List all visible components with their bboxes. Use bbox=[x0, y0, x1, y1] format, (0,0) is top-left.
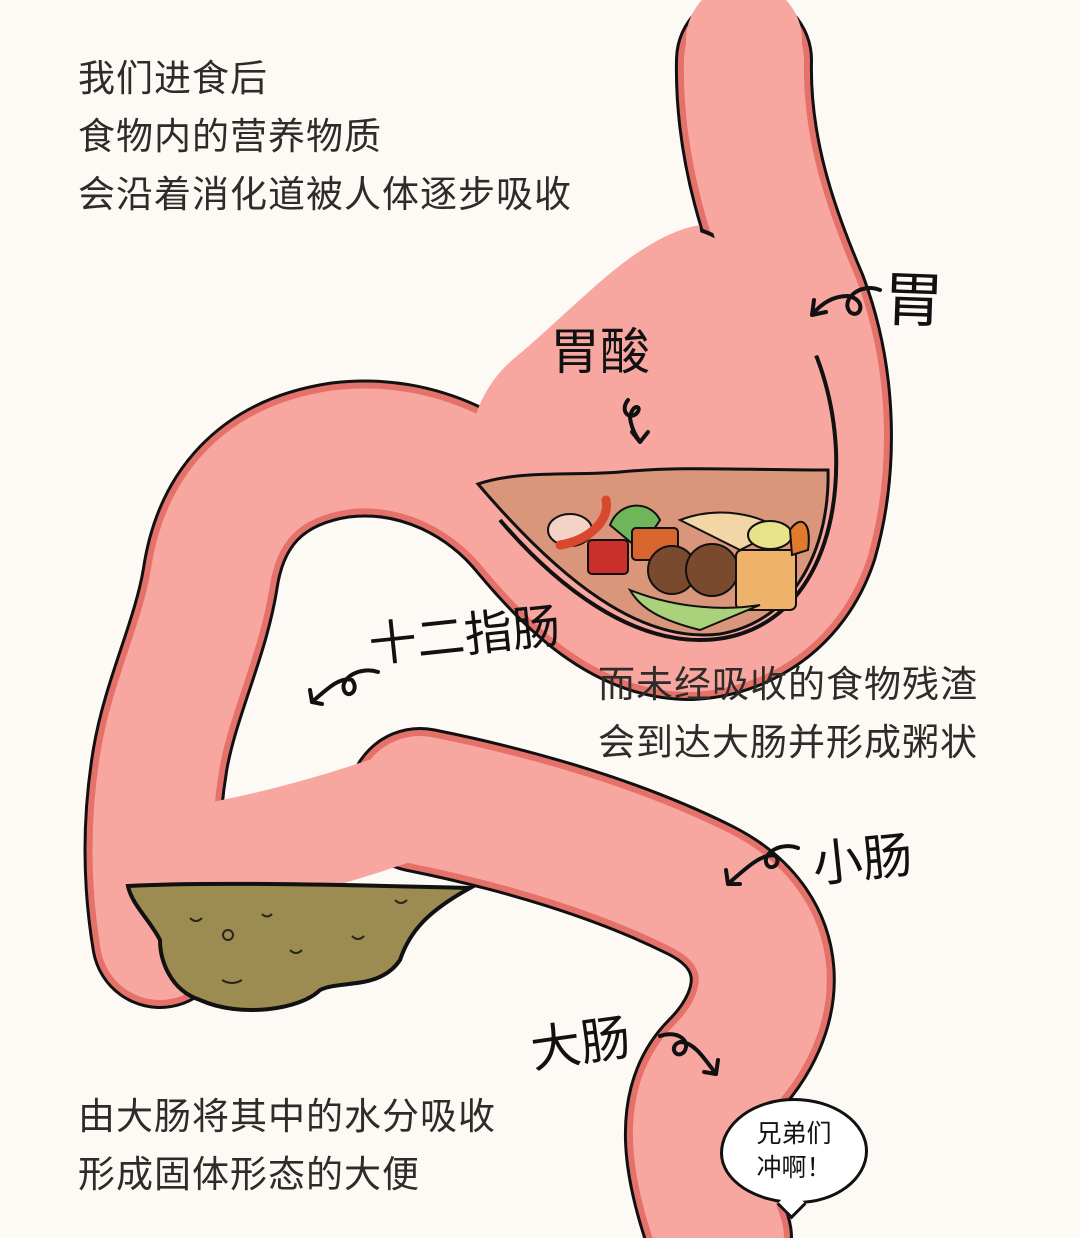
duodenum-arrow-icon bbox=[308, 668, 380, 706]
stool bbox=[125, 881, 478, 1012]
stool-texture bbox=[189, 899, 408, 984]
caption-line: 会沿着消化道被人体逐步吸收 bbox=[78, 173, 572, 216]
residue-caption: 而未经吸收的食物残渣 会到达大肠并形成粥状 bbox=[598, 656, 978, 772]
stomach-acid-label: 胃酸 bbox=[550, 323, 650, 381]
speech-line: 兄弟们 bbox=[756, 1119, 832, 1148]
small-intestine-arrow-icon bbox=[724, 844, 800, 886]
caption-line: 由大肠将其中的水分吸收 bbox=[78, 1095, 496, 1138]
caption-line: 而未经吸收的食物残渣 bbox=[598, 663, 978, 706]
intro-caption: 我们进食后 食物内的营养物质 会沿着消化道被人体逐步吸收 bbox=[78, 50, 572, 224]
acid-arrow-icon bbox=[622, 398, 650, 444]
food-pieces bbox=[547, 495, 810, 632]
large-intestine-arrow-icon bbox=[658, 1032, 720, 1076]
caption-line: 食物内的营养物质 bbox=[78, 115, 382, 158]
stomach-arrow-icon bbox=[810, 286, 882, 317]
speech-line: 冲啊！ bbox=[756, 1153, 832, 1182]
stomach-label: 胃 bbox=[882, 264, 946, 338]
speech-bubble: 兄弟们 冲啊！ bbox=[720, 1098, 868, 1204]
caption-line: 我们进食后 bbox=[78, 57, 268, 100]
large-intestine-label: 大肠 bbox=[527, 1008, 635, 1080]
caption-line: 会到达大肠并形成粥状 bbox=[598, 721, 978, 764]
small-intestine-label: 小肠 bbox=[809, 825, 916, 895]
caption-line: 形成固体形态的大便 bbox=[78, 1153, 420, 1196]
absorb-caption: 由大肠将其中的水分吸收 形成固体形态的大便 bbox=[78, 1088, 496, 1204]
